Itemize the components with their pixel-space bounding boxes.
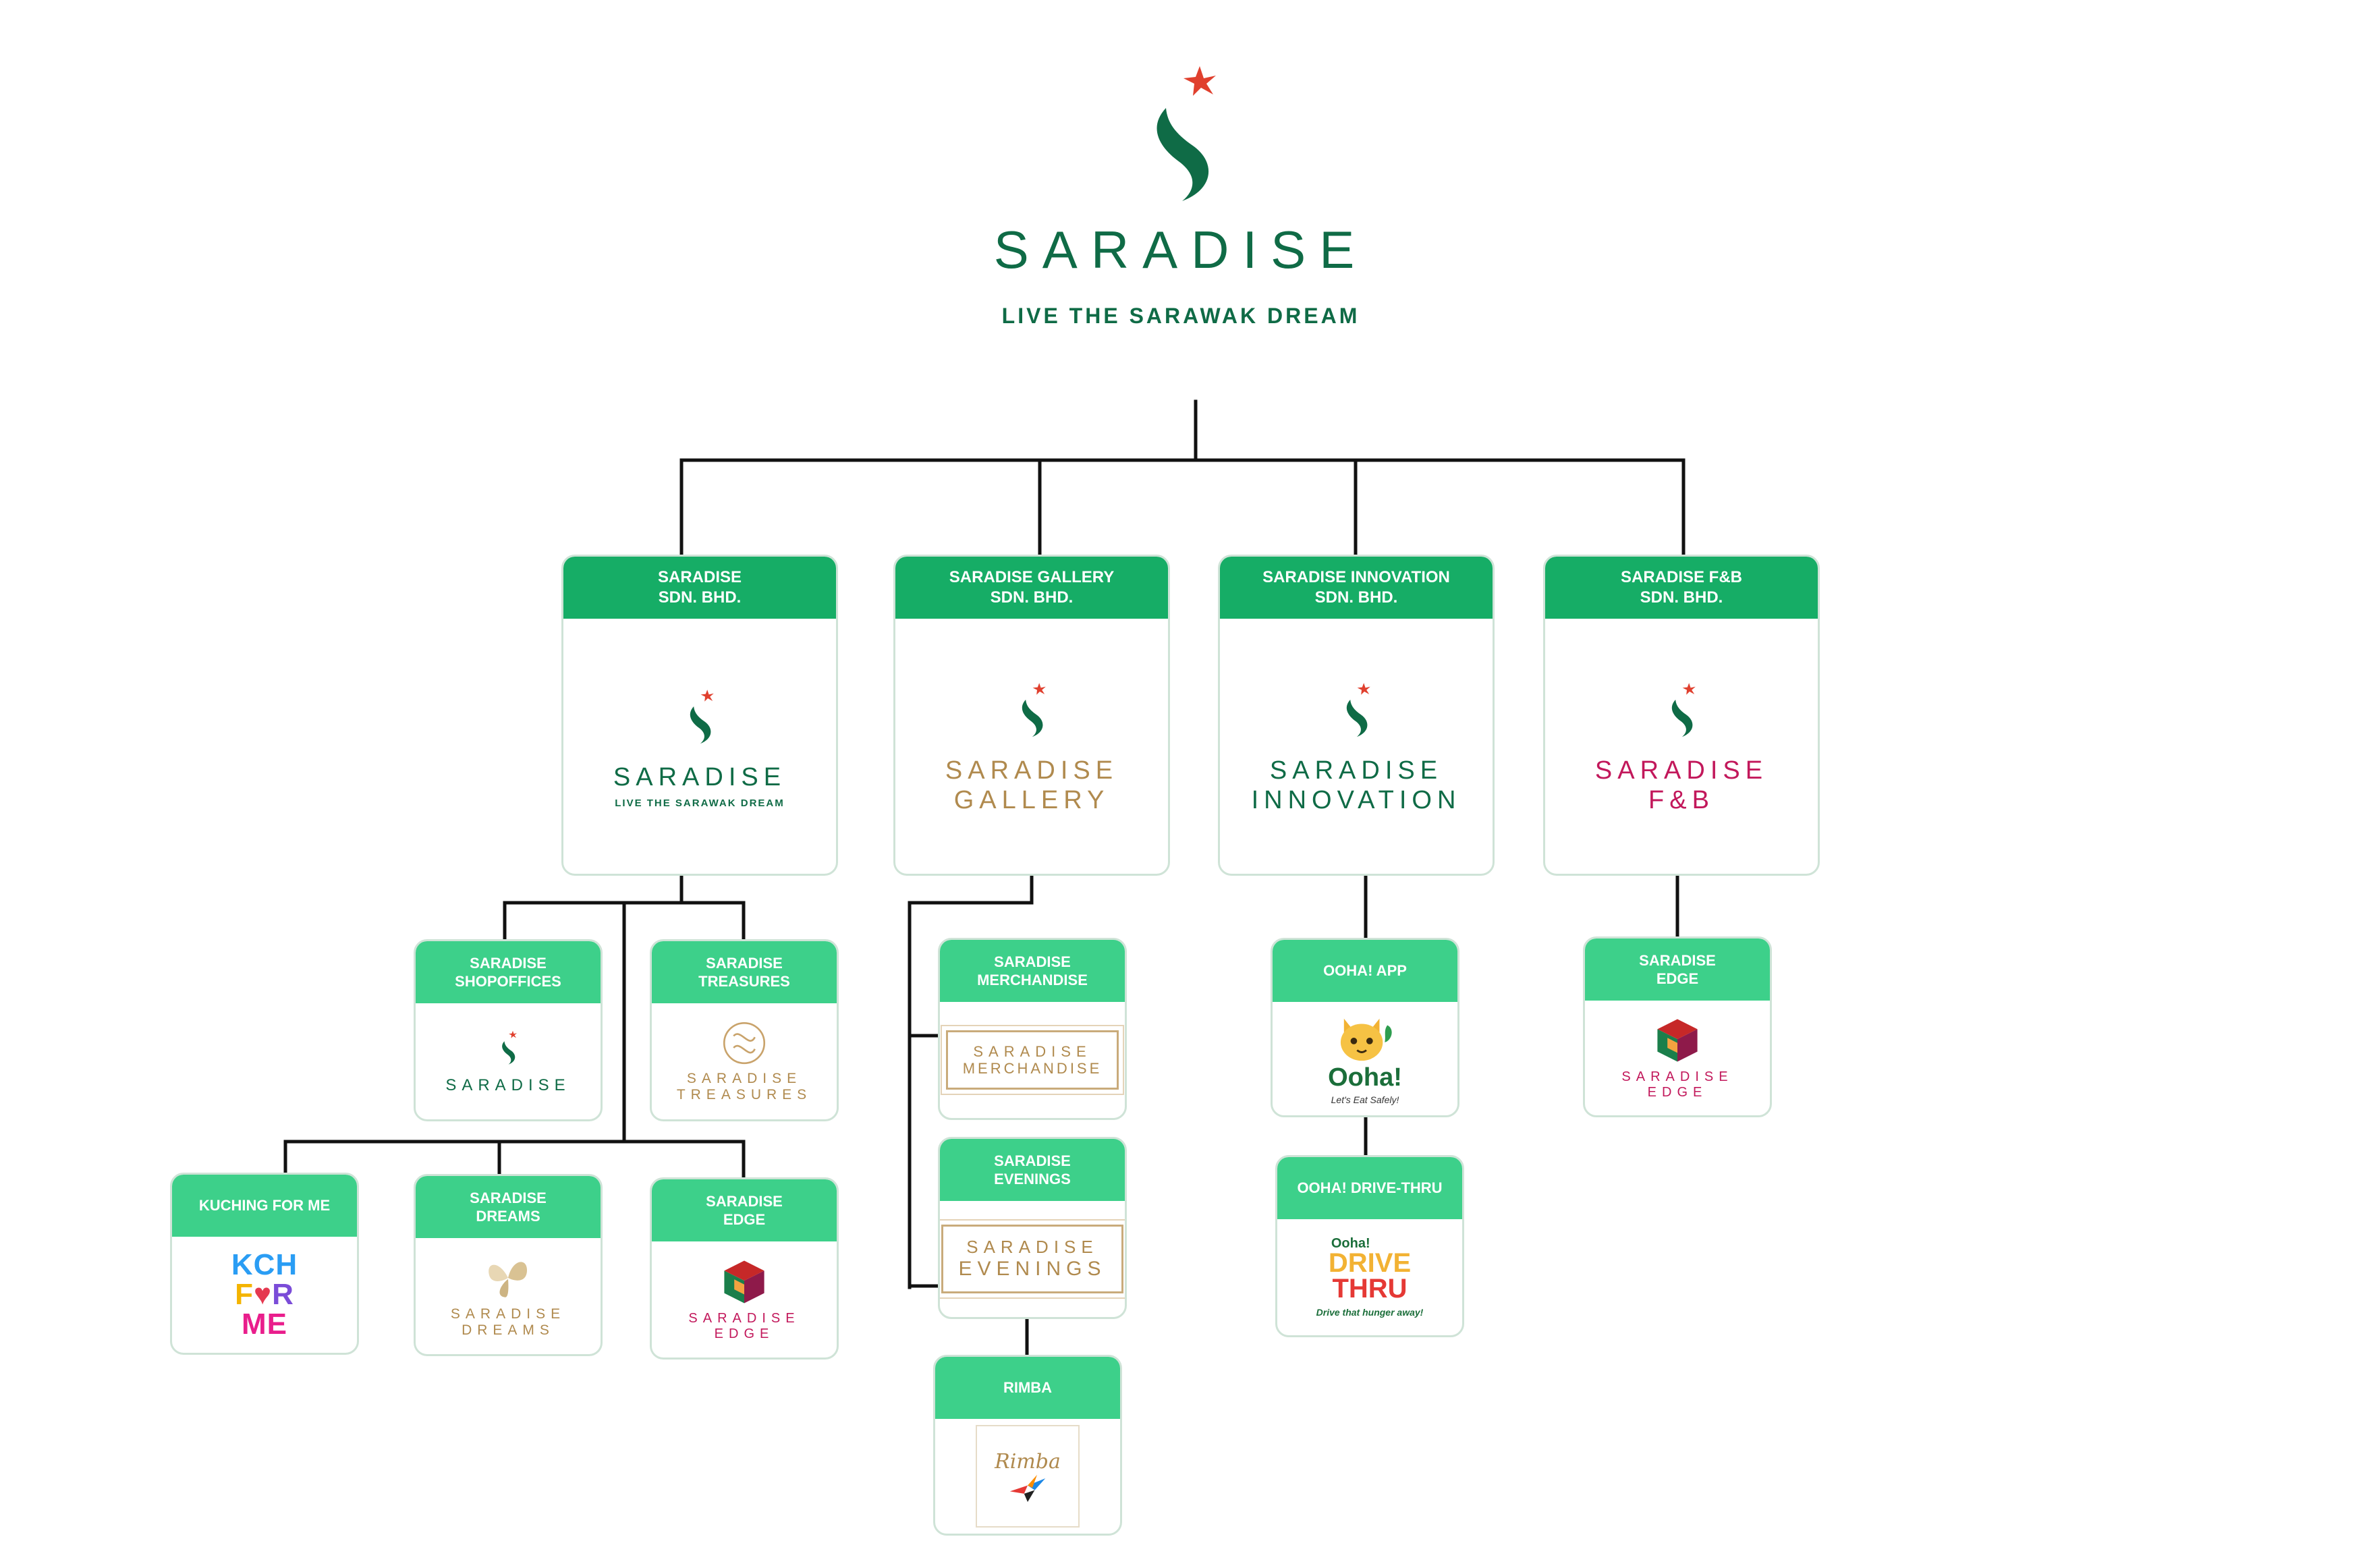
card-header: RIMBA: [935, 1357, 1120, 1419]
edge-cube-icon: [1657, 1019, 1698, 1062]
saradise-swirl-icon: [1346, 683, 1370, 737]
treasures-emblem-icon: [723, 1021, 766, 1064]
card-header: SARADISE SDN. BHD.: [563, 557, 836, 619]
drive-thru-logo: Ooha! DRIVE THRU: [1328, 1235, 1412, 1304]
unit-card-treasures[interactable]: SARADISE TREASURES SARADISE TREASURES: [650, 939, 839, 1121]
card-header: SARADISE TREASURES: [652, 941, 837, 1003]
card-logo: SARADISE TREASURES: [652, 1003, 837, 1119]
unit-card-ooha-drive-thru[interactable]: OOHA! DRIVE-THRU Ooha! DRIVE THRU Drive …: [1275, 1155, 1464, 1337]
card-header: SARADISE SHOPOFFICES: [416, 941, 601, 1003]
card-logo: SARADISE F&B: [1545, 619, 1818, 874]
card-header: SARADISE DREAMS: [416, 1176, 601, 1238]
company-card-saradise-fnb[interactable]: SARADISE F&B SDN. BHD. SARADISE F&B: [1543, 555, 1820, 876]
edge-cube-icon: [724, 1260, 764, 1304]
company-card-saradise-gallery[interactable]: SARADISE GALLERY SDN. BHD. SARADISE GALL…: [893, 555, 1170, 876]
card-logo: Ooha! Let's Eat Safely!: [1273, 1002, 1457, 1115]
kch-for-me-logo: KCH F♥R ME: [231, 1248, 298, 1341]
heart-icon: ♥: [253, 1278, 273, 1311]
card-header: KUCHING FOR ME: [172, 1175, 357, 1237]
card-header: SARADISE EVENINGS: [940, 1139, 1125, 1201]
saradise-swirl-icon: [1022, 683, 1046, 737]
card-header: SARADISE GALLERY SDN. BHD.: [895, 557, 1168, 619]
bird-of-paradise-icon: [1009, 1474, 1046, 1502]
card-logo: SARADISE DREAMS: [416, 1238, 601, 1354]
card-logo: SARADISE: [416, 1003, 601, 1119]
card-header: OOHA! APP: [1273, 940, 1457, 1002]
unit-card-edge[interactable]: SARADISE EDGE SARADISE EDGE: [650, 1177, 839, 1360]
unit-card-evenings[interactable]: SARADISE EVENINGS SARADISE EVENINGS: [938, 1137, 1127, 1319]
saradise-swirl-icon: [1671, 683, 1696, 737]
card-header: SARADISE EDGE: [1585, 939, 1770, 1001]
group-brand-logo: SARADISE LIVE THE SARAWAK DREAM: [978, 61, 1383, 344]
unit-card-edge-fnb[interactable]: SARADISE EDGE SARADISE EDGE: [1583, 936, 1772, 1117]
saradise-swirl-icon: [1157, 66, 1216, 201]
group-tagline: LIVE THE SARAWAK DREAM: [1001, 304, 1360, 328]
card-logo: SARADISE LIVE THE SARAWAK DREAM: [563, 619, 836, 874]
saradise-swirl-icon: [690, 689, 714, 744]
card-logo: Ooha! DRIVE THRU Drive that hunger away!: [1316, 1235, 1424, 1318]
card-logo: Rimba: [935, 1419, 1120, 1534]
card-logo: SARADISE EDGE: [1585, 1001, 1770, 1115]
card-logo: SARADISE EDGE: [652, 1241, 837, 1357]
butterfly-icon: [489, 1262, 527, 1297]
card-logo: KCH F♥R ME: [172, 1237, 357, 1353]
card-header: SARADISE EDGE: [652, 1179, 837, 1241]
unit-card-rimba[interactable]: RIMBA Rimba: [933, 1355, 1122, 1536]
group-brand-name: SARADISE: [993, 220, 1368, 279]
card-logo: SARADISE MERCHANDISE: [940, 1002, 1125, 1118]
unit-card-merchandise[interactable]: SARADISE MERCHANDISE SARADISE MERCHANDIS…: [938, 938, 1127, 1120]
saradise-swirl-icon: [502, 1030, 517, 1065]
card-header: SARADISE F&B SDN. BHD.: [1545, 557, 1818, 619]
card-logo: SARADISE EVENINGS: [940, 1201, 1125, 1317]
card-logo: SARADISE GALLERY: [895, 619, 1168, 874]
company-card-saradise-innovation[interactable]: SARADISE INNOVATION SDN. BHD. SARADISE I…: [1218, 555, 1495, 876]
unit-card-ooha-app[interactable]: OOHA! APP Ooha! Let's Eat Safely!: [1271, 938, 1459, 1117]
unit-card-dreams[interactable]: SARADISE DREAMS SARADISE DREAMS: [414, 1174, 603, 1356]
unit-card-kuching-for-me[interactable]: KUCHING FOR ME KCH F♥R ME: [170, 1173, 359, 1355]
card-header: SARADISE INNOVATION SDN. BHD.: [1220, 557, 1493, 619]
card-header: OOHA! DRIVE-THRU: [1277, 1157, 1462, 1219]
unit-card-shopoffices[interactable]: SARADISE SHOPOFFICES SARADISE: [414, 939, 603, 1121]
card-header: SARADISE MERCHANDISE: [940, 940, 1125, 1002]
company-card-saradise-sdn[interactable]: SARADISE SDN. BHD. SARADISE LIVE THE SAR…: [561, 555, 838, 876]
card-logo: SARADISE INNOVATION: [1220, 619, 1493, 874]
ooha-cat-mascot-icon: [1340, 1018, 1392, 1061]
